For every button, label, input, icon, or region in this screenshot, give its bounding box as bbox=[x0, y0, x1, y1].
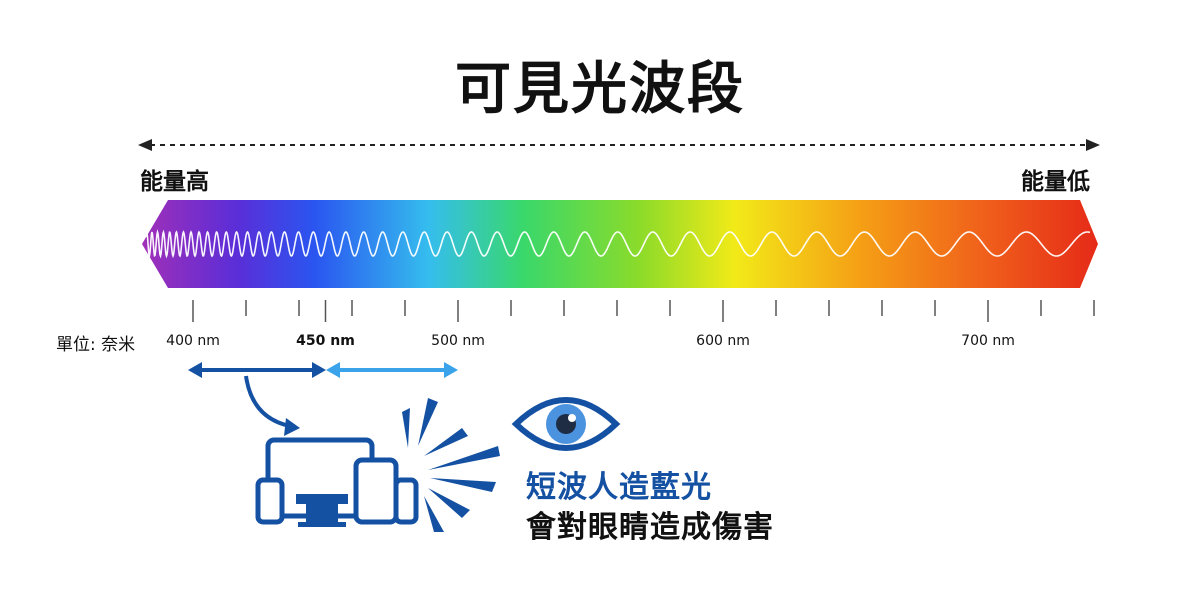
tick-label: 700 nm bbox=[961, 333, 1015, 349]
scale-ticks bbox=[192, 300, 1095, 322]
energy-low-label: 能量低 bbox=[1021, 169, 1090, 195]
warning-line-1: 短波人造藍光 bbox=[526, 470, 712, 505]
page-title: 可見光波段 bbox=[455, 57, 745, 122]
light-blue-range-arrow bbox=[326, 362, 458, 378]
tick-label: 400 nm bbox=[166, 333, 220, 349]
light-rays-icon bbox=[402, 398, 500, 532]
spectrum-band bbox=[142, 200, 1098, 288]
unit-label: 單位: 奈米 bbox=[56, 335, 136, 355]
phone-icon bbox=[255, 477, 285, 525]
dark-blue-range-arrow bbox=[188, 362, 326, 378]
tick-label: 500 nm bbox=[431, 333, 485, 349]
tick-label: 600 nm bbox=[696, 333, 750, 349]
monitor-foot bbox=[298, 522, 346, 527]
curved-arrow-icon bbox=[244, 375, 300, 436]
phone-icon-right bbox=[393, 477, 419, 525]
energy-high-label: 能量高 bbox=[140, 169, 209, 195]
warning-line-2: 會對眼睛造成傷害 bbox=[526, 510, 774, 545]
monitor-stand bbox=[296, 494, 348, 504]
tablet-icon bbox=[353, 457, 399, 525]
spectrum-wave bbox=[145, 229, 1091, 259]
tick-label: 450 nm bbox=[296, 333, 355, 349]
energy-direction-arrow bbox=[138, 139, 1100, 151]
monitor-base bbox=[306, 504, 338, 522]
eye-icon bbox=[511, 397, 621, 451]
